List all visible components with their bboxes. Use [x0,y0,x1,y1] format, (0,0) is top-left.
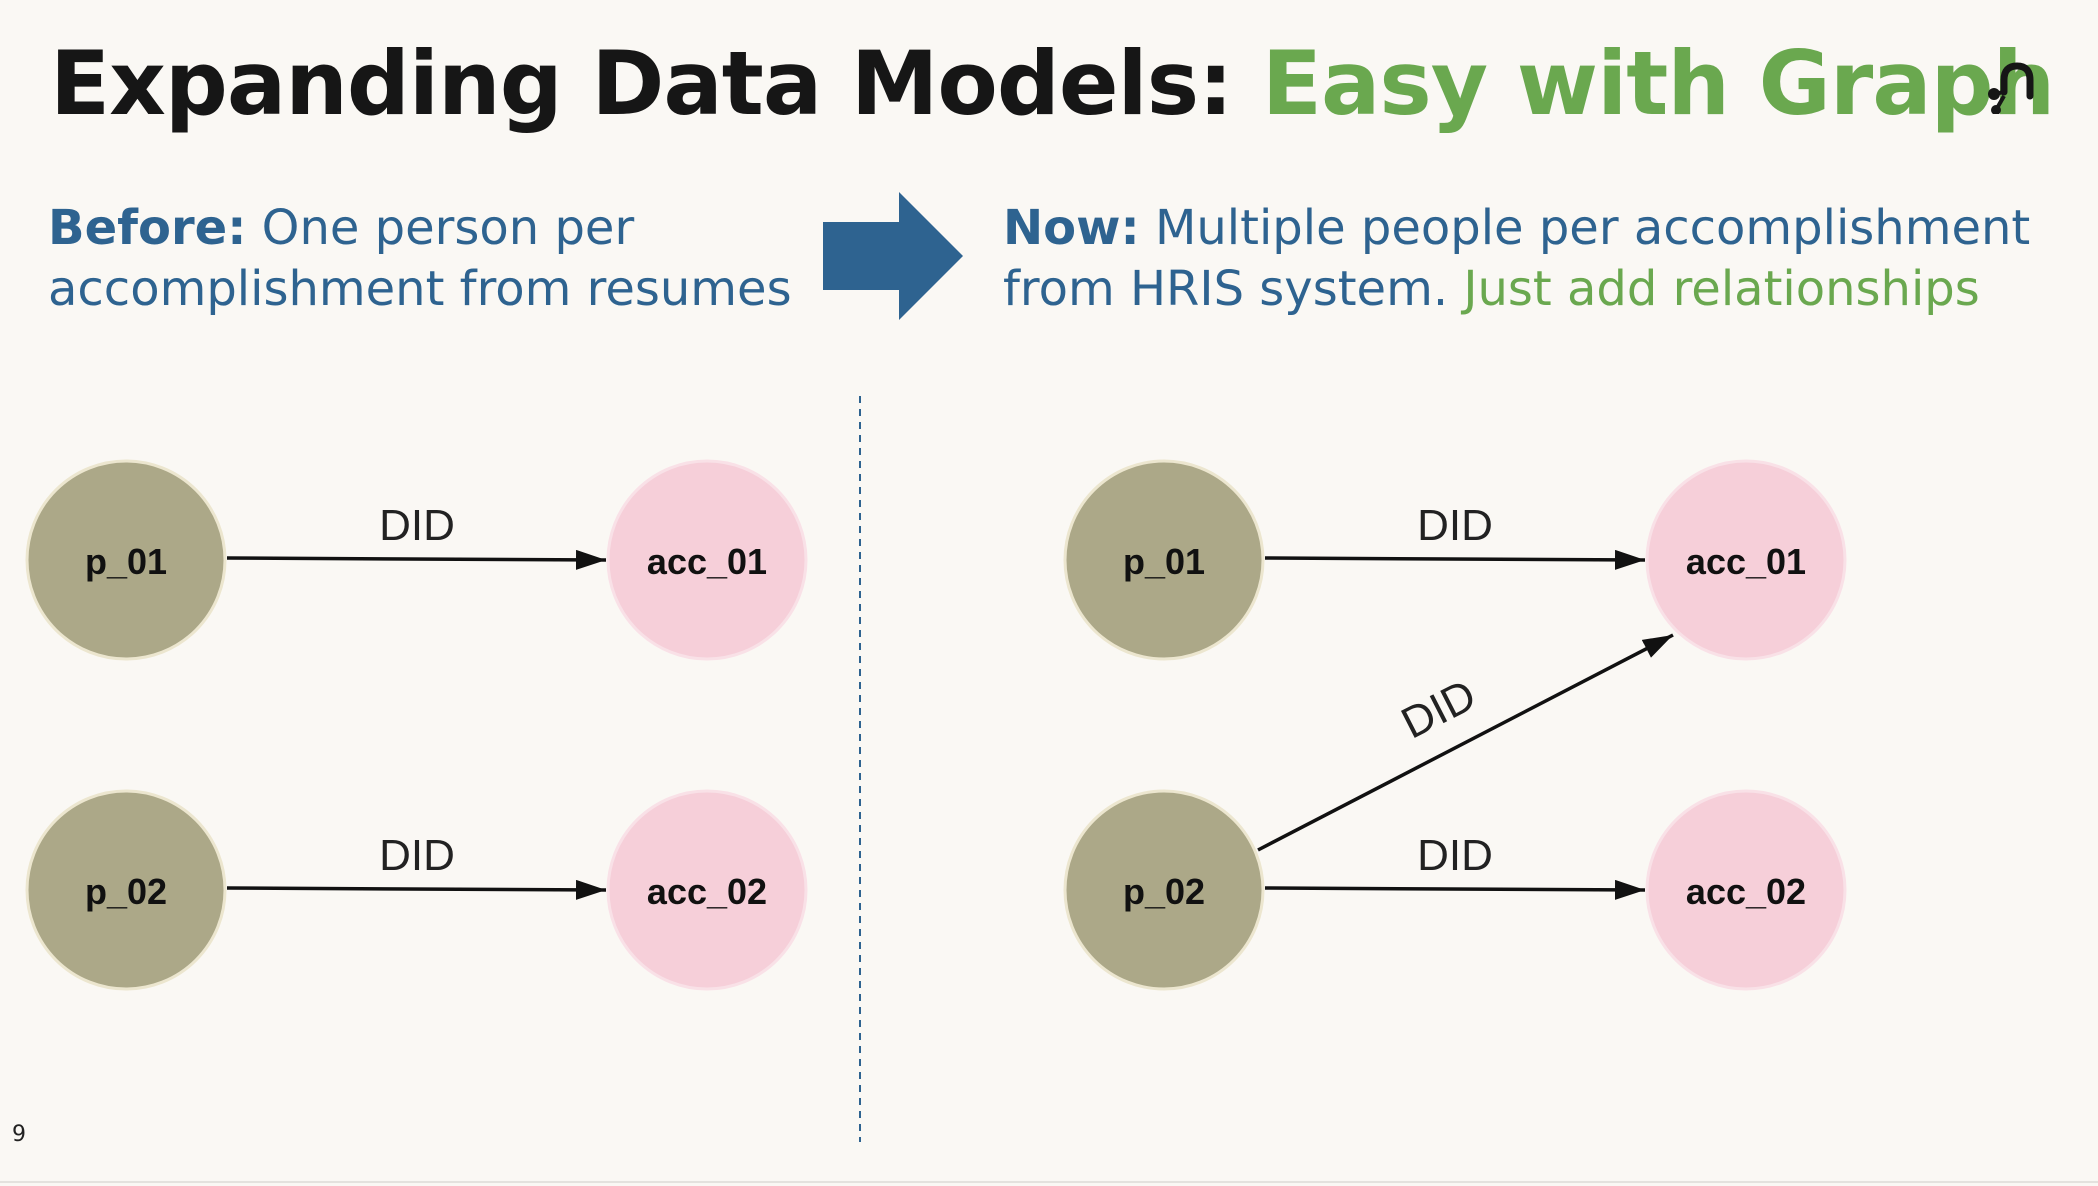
slide-number: 9 [12,1122,26,1147]
before-text: One person per accomplishment from resum… [48,200,792,317]
left-node-label-acc01: acc_01 [647,541,767,582]
title-accent: Easy with Graph [1261,32,2055,135]
right-node-label-acc02: acc_02 [1686,871,1806,912]
brand-logo-icon [1988,62,2034,114]
left-node-p02 [25,789,227,991]
now-description: Now: Multiple people per accomplishment … [1003,198,2063,320]
left-graph: DID DID p_01 acc_01 p_02 acc_02 [25,459,808,991]
left-node-p01 [25,459,227,661]
right-edge-p02-acc01 [1257,633,1674,852]
left-node-label-acc02: acc_02 [647,871,767,912]
left-edge-p02-acc02 [226,879,607,900]
left-edge-label-1: DID [379,501,455,550]
left-node-label-p01: p_01 [85,541,167,582]
title-main: Expanding Data Models: [50,32,1262,135]
right-edge-label-2: DID [1394,670,1484,748]
left-node-acc01 [606,459,808,661]
right-node-label-p01: p_01 [1123,541,1205,582]
right-node-p02 [1063,789,1265,991]
now-text: Multiple people per accomplishment from … [1003,200,2031,317]
transition-arrow-icon [823,192,963,320]
right-node-acc01 [1645,459,1847,661]
right-edge-p01-acc01 [1264,549,1646,570]
before-lead: Before: [48,200,247,256]
left-edge-label-2: DID [379,831,455,880]
before-description: Before: One person per accomplishment fr… [48,198,808,320]
now-lead: Now: [1003,200,1140,256]
slide-title: Expanding Data Models: Easy with Graph [50,32,2055,135]
right-node-label-p02: p_02 [1123,871,1205,912]
right-node-acc02 [1645,789,1847,991]
left-node-acc02 [606,789,808,991]
now-accent: Just add relationships [1463,261,1980,317]
right-node-label-acc01: acc_01 [1686,541,1806,582]
right-edge-label-3: DID [1417,831,1493,880]
left-edge-p01-acc01 [226,549,607,570]
right-edge-label-1: DID [1417,501,1493,550]
bottom-divider [0,1181,2098,1183]
right-node-p01 [1063,459,1265,661]
right-edge-p02-acc02 [1264,879,1646,900]
right-graph: DID DID DID p_01 acc_01 p_02 acc_02 [1063,459,1847,991]
left-node-label-p02: p_02 [85,871,167,912]
